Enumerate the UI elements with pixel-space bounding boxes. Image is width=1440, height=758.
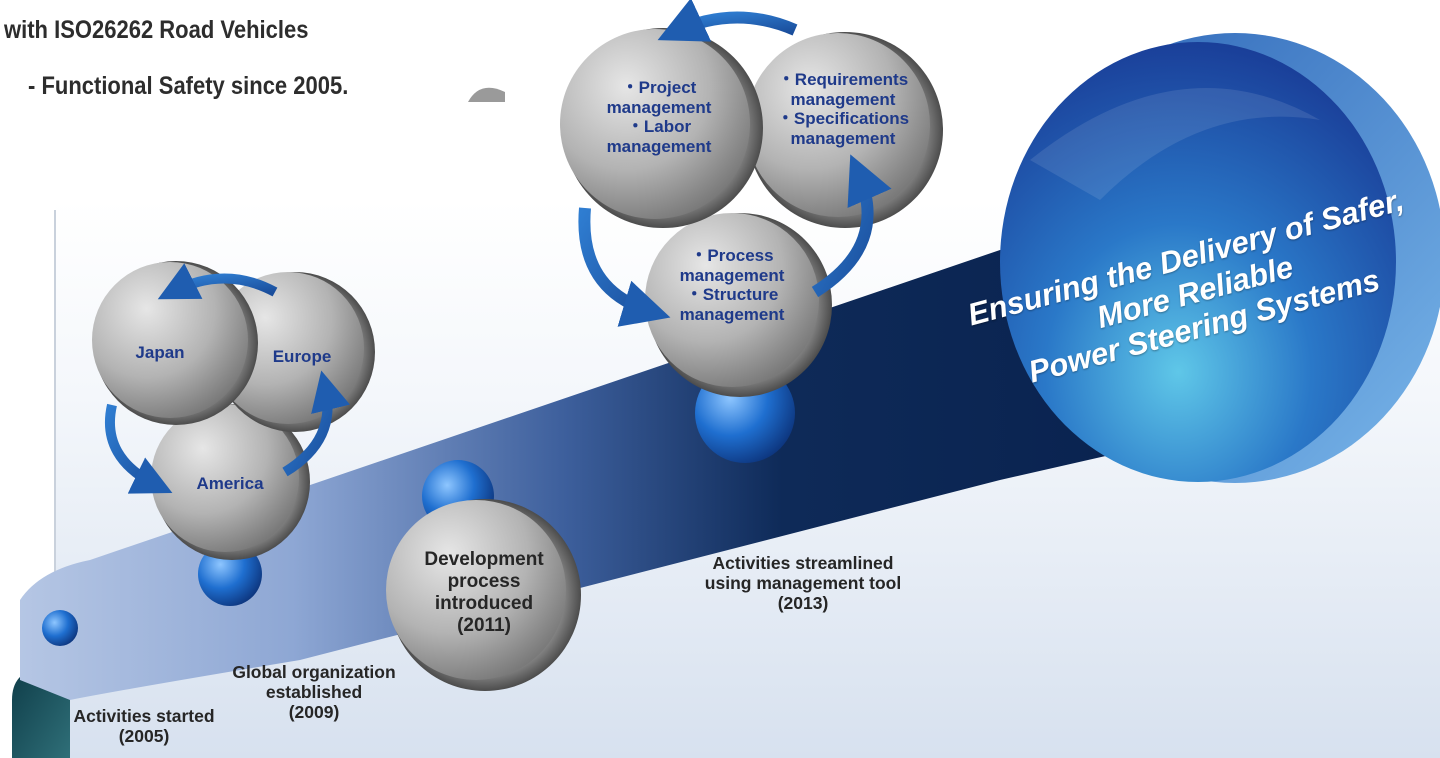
region-disc-america [151, 404, 310, 560]
tool-cycle-arrow-right [811, 154, 892, 298]
development-process-disc [386, 499, 581, 691]
region-label-japan: Japan [135, 343, 185, 363]
tool-cycle-arrow-top [657, 0, 798, 42]
tool-disc-project [560, 28, 763, 228]
milestone-global-organization: Global organization established (2009) [232, 662, 396, 723]
goal-disc [1000, 33, 1440, 483]
tool-label-process: ・Process management ・Structure managemen… [679, 246, 785, 324]
milestone-management-tool: Activities streamlined using management … [704, 553, 902, 614]
milestone-activities-started: Activities started (2005) [73, 706, 215, 747]
tool-label-requirements: ・Requirements management ・Specifications… [776, 70, 910, 148]
intro-line-1: with ISO26262 Road Vehicles [4, 16, 309, 44]
region-label-europe: Europe [272, 347, 332, 367]
region-label-america: America [196, 474, 264, 494]
tool-cycle-arrow-left [578, 207, 671, 327]
progress-ribbon [20, 235, 1110, 700]
intro-line-2: - Functional Safety since 2005. [28, 72, 349, 100]
region-disc-japan [92, 261, 258, 425]
tool-label-project: ・Project management ・Labor management [606, 78, 712, 156]
ribbon-ball-2005 [42, 610, 78, 646]
intro-disc-fragment [468, 87, 505, 102]
tool-disc-process [645, 213, 832, 397]
milestone-development-process: Development process introduced (2011) [424, 549, 544, 636]
region-cycle-arrow-right [282, 370, 351, 477]
region-cycle-arrow-left [104, 403, 173, 494]
region-cycle-arrow-top [157, 263, 278, 300]
